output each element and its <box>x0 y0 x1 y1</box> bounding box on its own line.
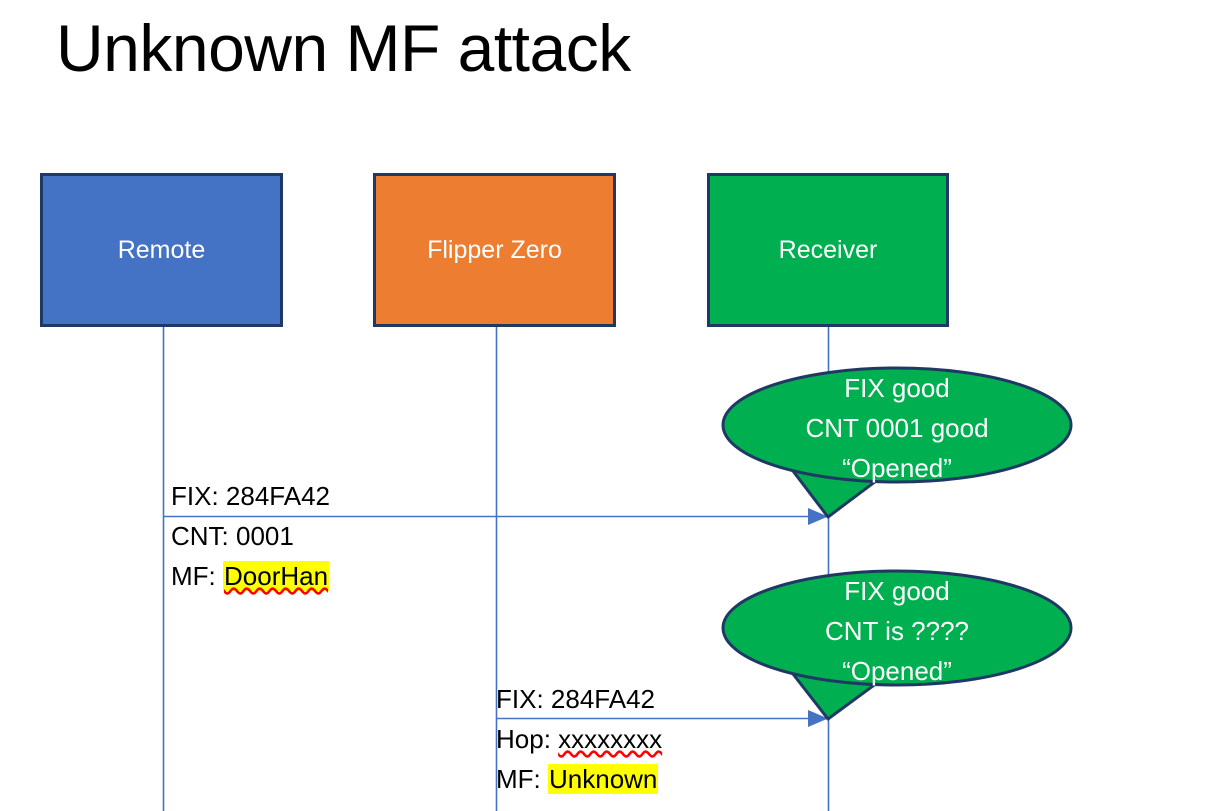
callout-1-text: FIX good CNT 0001 good “Opened” <box>724 368 1070 488</box>
message-line: MF: DoorHan <box>171 556 330 596</box>
message-line-value-highlighted: DoorHan <box>223 561 330 591</box>
page-title: Unknown MF attack <box>56 11 631 85</box>
message-line-label: FIX: <box>171 481 226 511</box>
callout-line: “Opened” <box>842 656 952 686</box>
callout-line: FIX good <box>844 373 950 403</box>
callout-1-oval <box>721 366 1073 484</box>
actor-box-remote[interactable]: Remote <box>40 173 283 327</box>
callout-2-text: FIX good CNT is ???? “Opened” <box>724 571 1070 691</box>
callout-2-oval <box>721 569 1073 687</box>
callout-line: FIX good <box>844 576 950 606</box>
message-line-value: 284FA42 <box>550 684 655 714</box>
message-line-label: MF: <box>496 764 548 794</box>
message-line-value: 0001 <box>236 521 294 551</box>
actor-box-receiver[interactable]: Receiver <box>707 173 949 327</box>
message-arrow-2-head <box>808 710 828 727</box>
message-line-value-highlighted: Unknown <box>548 764 659 794</box>
callout-line: CNT 0001 good <box>805 413 989 443</box>
message-line: FIX: 284FA42 <box>496 679 662 719</box>
callout-line: “Opened” <box>842 453 952 483</box>
message-line-value: xxxxxxxx <box>558 724 663 754</box>
message-label-remote-to-receiver: FIX: 284FA42 CNT: 0001 MF: DoorHan <box>171 476 330 596</box>
message-label-flipper-to-receiver: FIX: 284FA42 Hop: xxxxxxxx MF: Unknown <box>496 679 662 799</box>
message-line-label: MF: <box>171 561 223 591</box>
actor-label-remote: Remote <box>117 236 206 264</box>
callout-bubble-1 <box>721 366 1073 519</box>
message-line-label: CNT: <box>171 521 236 551</box>
message-line-label: FIX: <box>496 684 551 714</box>
actor-label-flipper: Flipper Zero <box>427 236 562 264</box>
actor-box-flipper[interactable]: Flipper Zero <box>373 173 616 327</box>
callout-line: CNT is ???? <box>824 616 970 646</box>
message-line-value: 284FA42 <box>225 481 330 511</box>
message-line: Hop: xxxxxxxx <box>496 719 662 759</box>
message-line: CNT: 0001 <box>171 516 330 556</box>
actor-label-receiver: Receiver <box>778 236 878 264</box>
callout-bubble-2 <box>721 569 1073 721</box>
message-line: MF: Unknown <box>496 759 662 799</box>
message-line: FIX: 284FA42 <box>171 476 330 516</box>
message-arrow-1-head <box>808 508 828 525</box>
message-line-label: Hop: <box>496 724 559 754</box>
